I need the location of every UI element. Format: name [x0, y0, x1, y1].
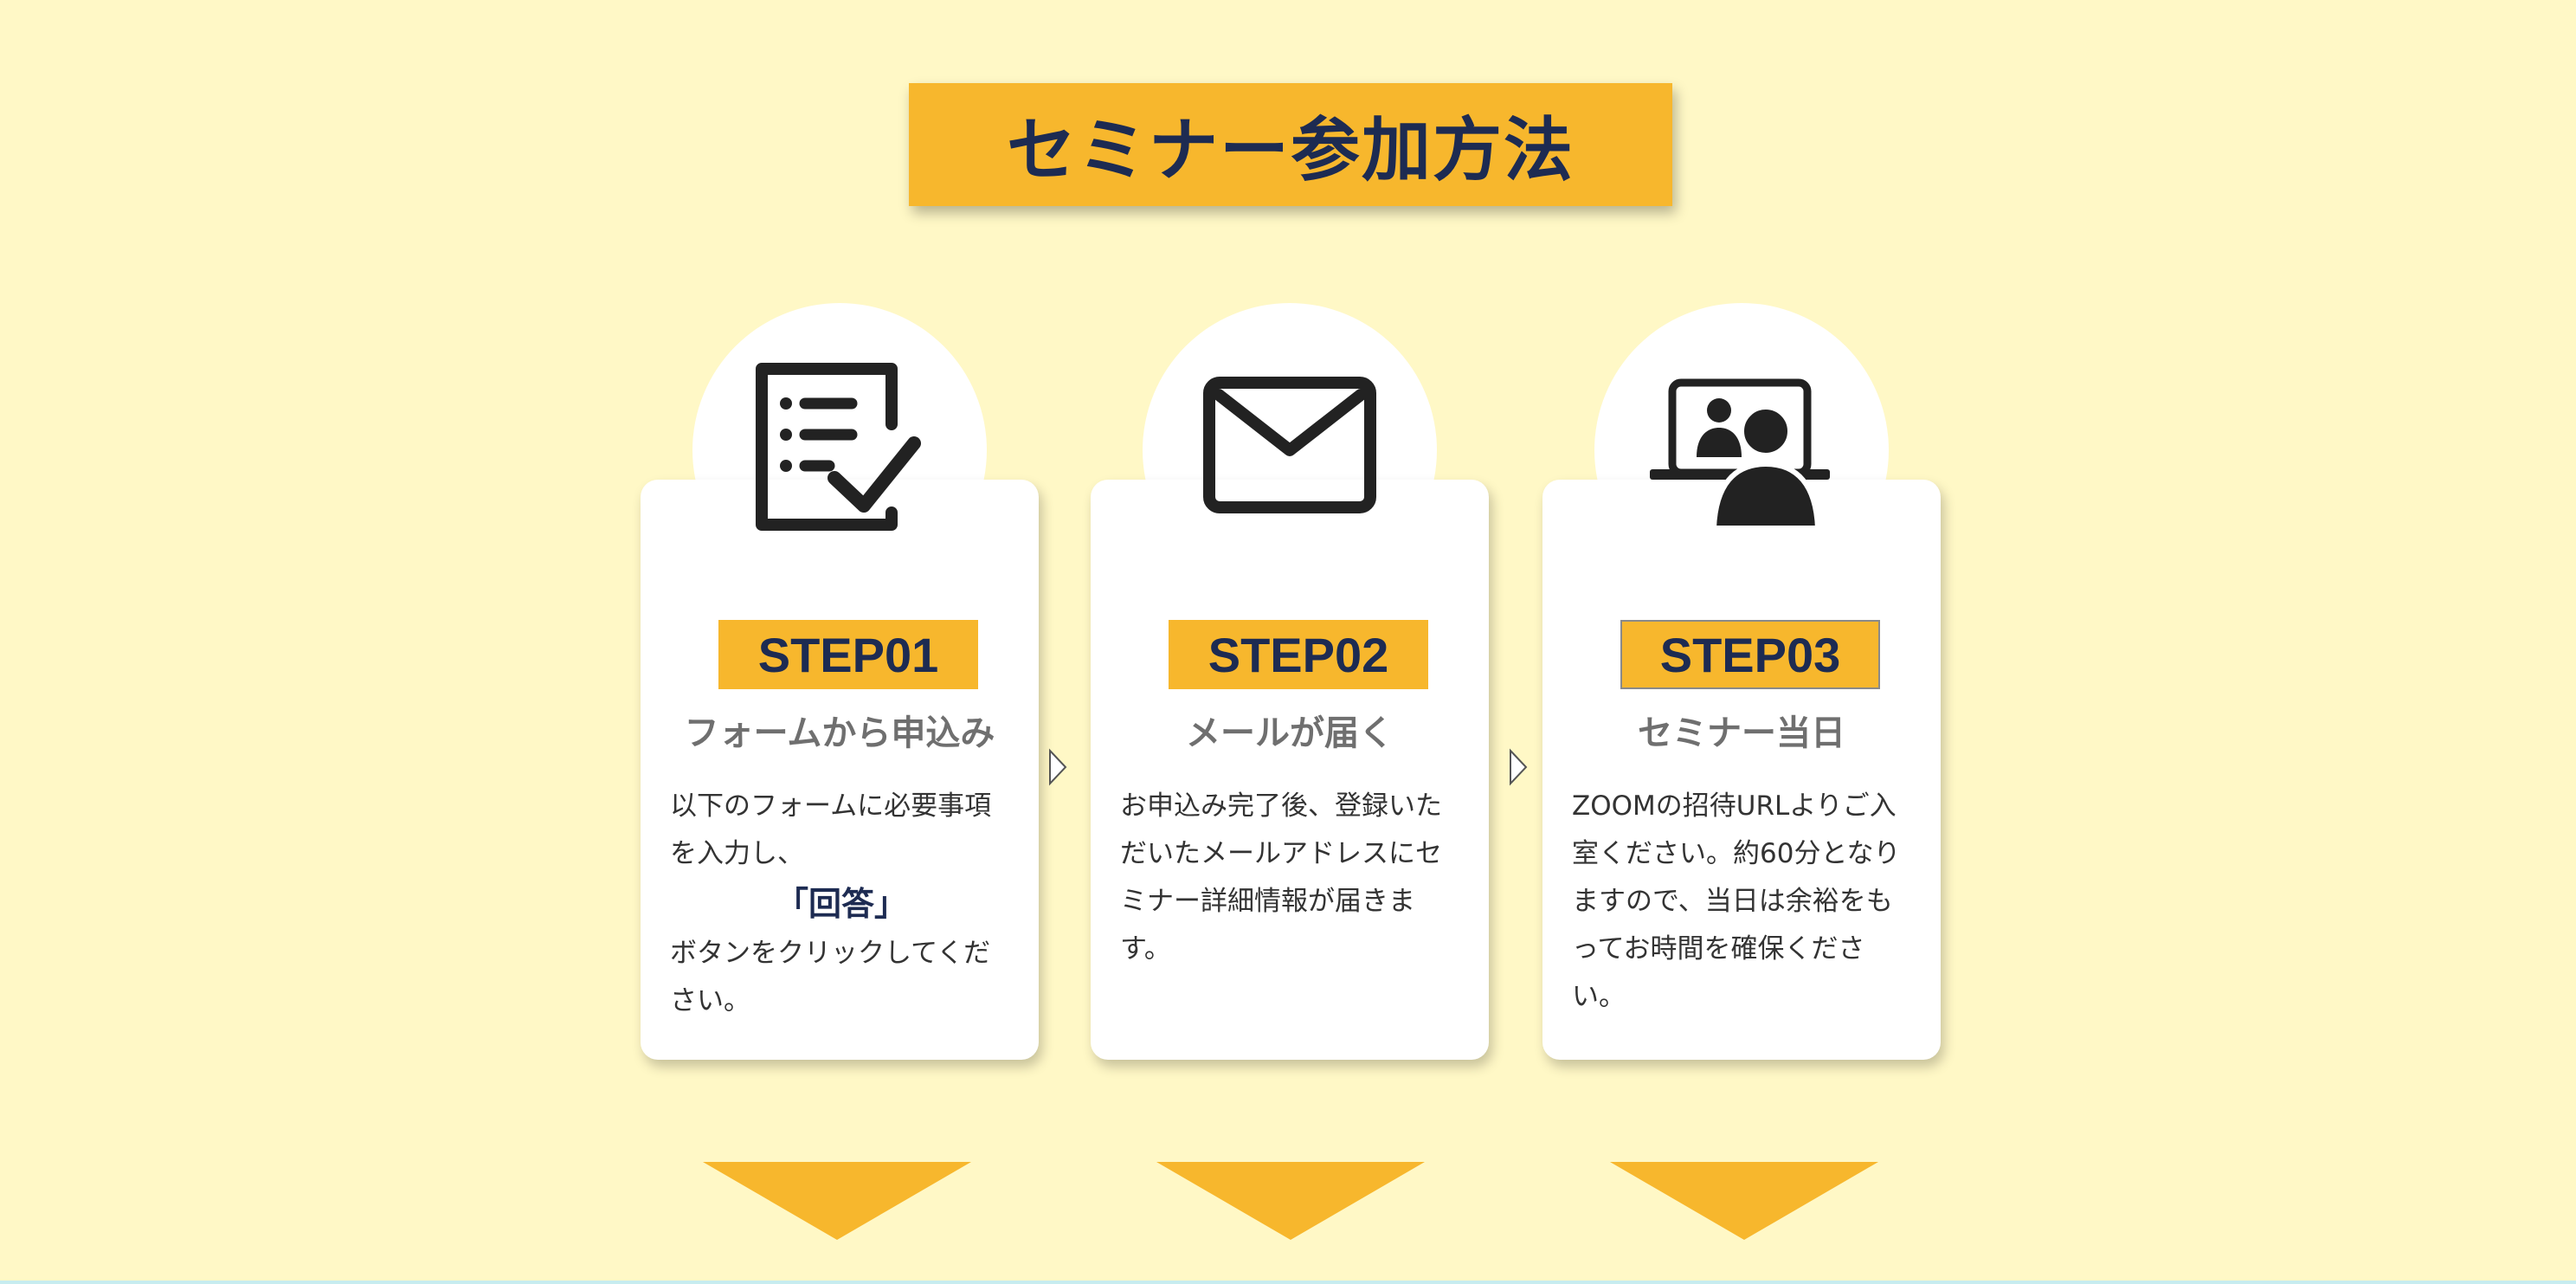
step-card-2: STEP02 メールが届く お申込み完了後、登録いただいたメールアドレスにセミナ…	[1091, 480, 1489, 1060]
step-badge: STEP03	[1620, 620, 1880, 689]
step-title: メールが届く	[1186, 713, 1394, 753]
step-connector-arrow	[1047, 748, 1068, 786]
bottom-divider	[0, 1281, 2576, 1284]
section-title-banner: セミナー参加方法	[909, 83, 1672, 206]
step-description-text: お申込み完了後、登録いただいたメールアドレスにセミナー詳細情報が届きます。	[1120, 790, 1442, 965]
section-title: セミナー参加方法	[1007, 110, 1575, 190]
down-arrow	[1156, 1162, 1425, 1240]
down-arrow	[1610, 1162, 1878, 1240]
step-description: 以下のフォームに必要事項を入力し、 「回答」 ボタンをクリックしてください。	[670, 783, 1013, 1025]
step-description: お申込み完了後、登録いただいたメールアドレスにセミナー詳細情報が届きます。	[1120, 783, 1463, 973]
step-card-1: STEP01 フォームから申込み 以下のフォームに必要事項を入力し、 「回答」 …	[641, 480, 1039, 1060]
step-card-3: STEP03 セミナー当日 ZOOMの招待URLよりご入室ください。約60分とな…	[1542, 480, 1941, 1060]
step-description-text: ボタンをクリックしてください。	[670, 938, 991, 1016]
step-description-text: ZOOMの招待URLよりご入室ください。約60分となりますので、当日は余裕をもっ…	[1572, 790, 1901, 1012]
step-title: セミナー当日	[1638, 713, 1845, 753]
step-connector-arrow	[1508, 748, 1529, 786]
step-title: フォームから申込み	[684, 713, 995, 753]
checklist-icon	[744, 355, 935, 537]
envelope-icon	[1195, 355, 1385, 537]
step-description: ZOOMの招待URLよりご入室ください。約60分となりますので、当日は余裕をもっ…	[1572, 783, 1915, 1021]
step-badge: STEP01	[718, 620, 978, 689]
answer-emphasis: 「回答」	[775, 885, 907, 923]
step-description-text: 以下のフォームに必要事項を入力し、	[670, 790, 992, 869]
step-badge: STEP02	[1169, 620, 1428, 689]
online-meeting-icon	[1645, 355, 1835, 537]
down-arrow	[703, 1162, 971, 1240]
